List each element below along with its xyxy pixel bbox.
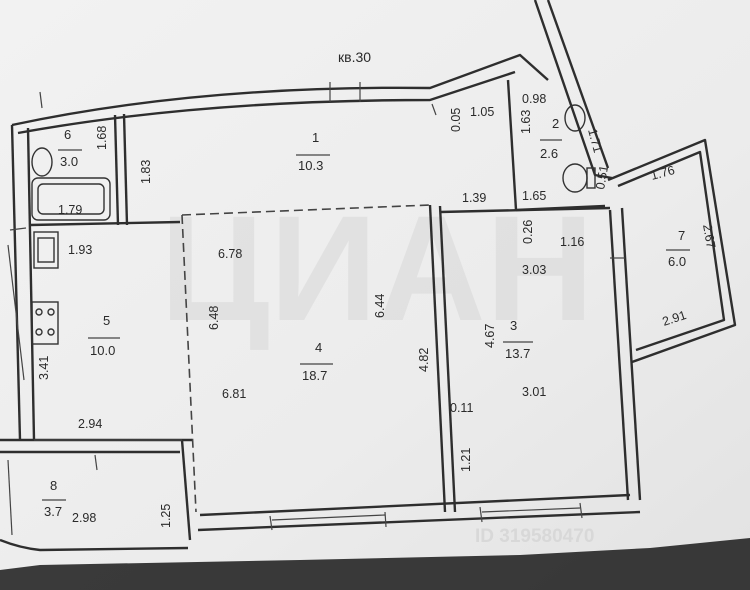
fixtures (31, 104, 625, 471)
watermark: ЦИАН (160, 184, 594, 352)
interior-walls (29, 79, 611, 513)
dim-1-21: 1.21 (459, 448, 473, 472)
room-2-area: 2.6 (540, 146, 558, 161)
dim-6-81: 6.81 (222, 387, 246, 401)
dim-6-48: 6.48 (207, 306, 221, 330)
windows (7, 82, 583, 531)
dim-1-83: 1.83 (139, 160, 153, 184)
dim-3-01: 3.01 (522, 385, 546, 399)
watermark-id: ID 319580470 (475, 526, 594, 547)
dark-background (0, 538, 750, 590)
wc-sink-icon (564, 104, 586, 132)
dim-1-93: 1.93 (68, 243, 92, 257)
dim-0-98: 0.98 (522, 92, 546, 106)
room-7-area: 6.0 (668, 254, 686, 269)
room-1-area: 10.3 (298, 158, 323, 173)
room-7-number: 7 (678, 228, 685, 243)
room-3-number: 3 (510, 318, 517, 333)
dim-1-68: 1.68 (95, 126, 109, 150)
outer-walls (0, 0, 737, 552)
dimension-labels: 1.68 1.83 1.79 1.93 3.41 2.94 2.98 1.25 … (37, 92, 718, 528)
apartment-number: кв.30 (338, 49, 371, 65)
dim-1-39: 1.39 (462, 191, 486, 205)
dim-0-05: 0.05 (449, 108, 463, 132)
room-labels: 1 10.3 2 2.6 3 13.7 4 18.7 5 10.0 6 3.0 … (42, 116, 690, 519)
dim-6-78: 6.78 (218, 247, 242, 261)
dim-1-76: 1.76 (649, 163, 676, 183)
room-2-number: 2 (552, 116, 559, 131)
dim-4-82: 4.82 (417, 348, 431, 372)
dim-1-25: 1.25 (159, 504, 173, 528)
dim-1-79: 1.79 (58, 203, 82, 217)
dim-2-98: 2.98 (72, 511, 96, 525)
dim-1-71: 1.71 (585, 127, 605, 154)
dim-2-94: 2.94 (78, 417, 102, 431)
dim-1-05: 1.05 (470, 105, 494, 119)
dim-1-16: 1.16 (560, 235, 584, 249)
kitchen-sink-icon (33, 231, 59, 269)
dim-6-44: 6.44 (373, 294, 387, 318)
sink-icon (31, 147, 53, 177)
dim-2-67: 2.67 (700, 223, 718, 249)
dim-0-51: 0.51 (593, 164, 611, 190)
room-8-area: 3.7 (44, 504, 62, 519)
dim-3-03: 3.03 (522, 263, 546, 277)
dim-0-11: 0.11 (450, 401, 473, 415)
room-4-number: 4 (315, 340, 322, 355)
dim-4-67: 4.67 (483, 324, 497, 348)
dim-1-65: 1.65 (522, 189, 546, 203)
room-3-area: 13.7 (505, 346, 530, 361)
room-4-area: 18.7 (302, 368, 327, 383)
dim-3-41: 3.41 (37, 356, 51, 380)
dim-1-63: 1.63 (519, 110, 533, 134)
room-6-number: 6 (64, 127, 71, 142)
stove-icon (31, 301, 59, 345)
room-1-number: 1 (312, 130, 319, 145)
bathtub-icon (31, 177, 111, 221)
room-5-number: 5 (103, 313, 110, 328)
room-6-area: 3.0 (60, 154, 78, 169)
room-8-number: 8 (50, 478, 57, 493)
watermark-logo: ЦИАН (160, 184, 594, 352)
dim-0-26: 0.26 (521, 220, 535, 244)
room-5-area: 10.0 (90, 343, 115, 358)
